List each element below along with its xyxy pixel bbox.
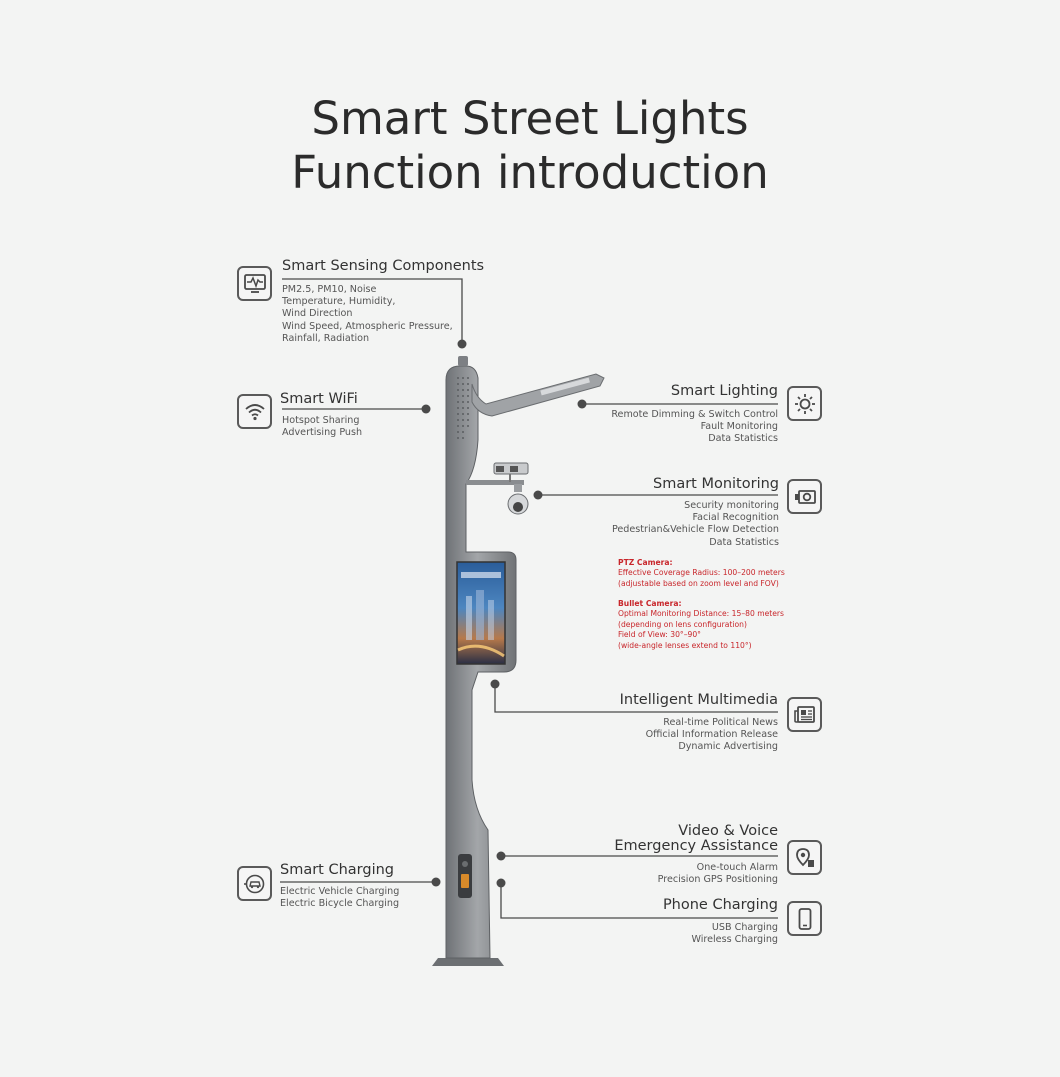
phone-title: Phone Charging: [662, 897, 778, 913]
emergency-line: One-touch Alarm: [696, 862, 778, 873]
bullet-line: (depending on lens configuration): [618, 619, 747, 629]
charging-line: Electric Vehicle Charging: [280, 886, 400, 897]
phone-line: USB Charging: [711, 922, 778, 933]
page-title-line2: Function introduction: [291, 146, 769, 199]
sensing-leader-line: [282, 278, 463, 344]
phone-line: Wireless Charging: [691, 934, 778, 946]
sensing-description: PM2.5, PM10, Noise Temperature, Humidity…: [282, 284, 453, 345]
lighting-line: Fault Monitoring: [700, 421, 778, 433]
emergency-title-line2: Emergency Assistance: [614, 838, 778, 854]
emergency-title: Video & Voice Emergency Assistance: [614, 824, 778, 854]
charging-title: Smart Charging: [280, 862, 395, 878]
multimedia-line: Real-time Political News: [663, 717, 778, 728]
page-title-line1: Smart Street Lights: [311, 92, 749, 145]
monitoring-title: Smart Monitoring: [652, 476, 779, 492]
lighting-description: Remote Dimming & Switch Control Fault Mo…: [611, 409, 778, 446]
sensor-vents: [457, 377, 469, 439]
wifi-line: Hotspot Sharing: [282, 415, 360, 426]
multimedia-description: Real-time Political News Official Inform…: [646, 717, 778, 754]
sensing-line: PM2.5, PM10, Noise: [282, 284, 377, 295]
bullet-line: Optimal Monitoring Distance: 15–80 meter…: [618, 609, 784, 619]
wifi-icon: [237, 394, 272, 429]
phone-description: USB Charging Wireless Charging: [691, 922, 778, 946]
sun-icon: [787, 386, 822, 421]
charging-description: Electric Vehicle Charging Electric Bicyc…: [280, 886, 399, 910]
pole-base: [432, 958, 504, 966]
emergency-title-line1: Video & Voice: [678, 823, 778, 839]
sensor-monitor-icon: [237, 266, 272, 301]
multimedia-line: Official Information Release: [645, 729, 778, 741]
lighting-line: Data Statistics: [708, 433, 778, 445]
phone-icon: [787, 901, 822, 936]
ptz-line: Effective Coverage Radius: 100–200 meter…: [618, 568, 785, 578]
charging-line: Electric Bicycle Charging: [280, 898, 400, 910]
lamp-arm: [471, 373, 605, 417]
lighting-line: Remote Dimming & Switch Control: [611, 409, 778, 420]
advertising-screen: [456, 561, 506, 665]
ptz-heading: PTZ Camera:: [618, 558, 673, 567]
ptz-line: (adjustable based on zoom level and FOV): [618, 578, 779, 588]
lighting-title: Smart Lighting: [670, 383, 778, 399]
wifi-description: Hotspot Sharing Advertising Push: [282, 415, 362, 439]
sensing-line: Rainfall, Radiation: [282, 332, 370, 344]
emergency-description: One-touch Alarm Precision GPS Positionin…: [658, 862, 778, 886]
bullet-line: (wide-angle lenses extend to 110°): [618, 640, 752, 650]
sensing-line: Temperature, Humidity,: [282, 296, 396, 308]
leader-lines: [280, 278, 778, 919]
phone-leader-line: [500, 883, 778, 919]
sensing-line: Wind Speed, Atmospheric Pressure,: [282, 320, 453, 332]
multimedia-line: Dynamic Advertising: [678, 741, 778, 753]
monitoring-line: Security monitoring: [684, 500, 779, 511]
camera-mount: [466, 462, 529, 515]
bullet-camera-specs: Bullet Camera: Optimal Monitoring Distan…: [618, 599, 784, 651]
bullet-heading: Bullet Camera:: [618, 599, 682, 608]
wifi-line: Advertising Push: [282, 427, 363, 439]
monitoring-line: Pedestrian&Vehicle Flow Detection: [611, 524, 779, 536]
monitoring-line: Facial Recognition: [692, 512, 779, 524]
bullet-line: Field of View: 30°–90°: [618, 630, 701, 640]
ptz-camera-specs: PTZ Camera: Effective Coverage Radius: 1…: [618, 558, 785, 589]
multimedia-leader-line: [494, 684, 778, 713]
monitoring-description: Security monitoring Facial Recognition P…: [612, 500, 779, 549]
sensing-line: Wind Direction: [282, 308, 353, 320]
sensing-title: Smart Sensing Components: [282, 258, 485, 274]
ev-charger-icon: [237, 866, 272, 901]
newspaper-icon: [787, 697, 822, 732]
leader-dots: [421, 339, 587, 888]
multimedia-title: Intelligent Multimedia: [619, 692, 778, 708]
emergency-line: Precision GPS Positioning: [657, 874, 778, 886]
monitoring-line: Data Statistics: [709, 536, 779, 548]
wifi-title: Smart WiFi: [280, 391, 358, 407]
sensor-cap: [458, 356, 468, 366]
camera-icon: [787, 479, 822, 514]
map-pin-icon: [787, 840, 822, 875]
